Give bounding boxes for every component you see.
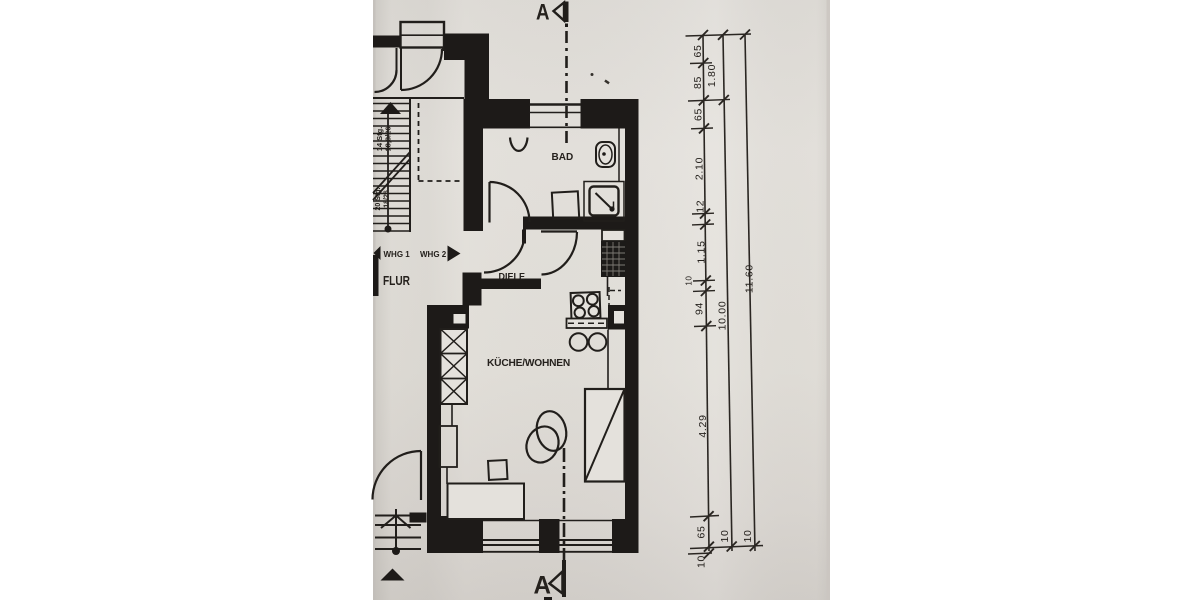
- svg-text:65: 65: [692, 44, 704, 57]
- svg-text:10.00: 10.00: [716, 301, 728, 331]
- svg-text:KÜCHE/WOHNEN: KÜCHE/WOHNEN: [487, 356, 570, 369]
- svg-text:A: A: [534, 572, 552, 600]
- svg-text:.12: .12: [695, 200, 707, 217]
- svg-text:BAD: BAD: [552, 152, 574, 163]
- svg-text:94: 94: [694, 302, 706, 315]
- svg-text:1.80: 1.80: [706, 64, 718, 87]
- svg-text:10: 10: [685, 275, 694, 285]
- svg-text:65: 65: [695, 525, 707, 538]
- svg-text:A: A: [536, 0, 550, 25]
- svg-text:DIELE: DIELE: [499, 272, 526, 282]
- svg-text:85: 85: [692, 76, 704, 89]
- svg-text:1.15: 1.15: [695, 240, 707, 263]
- svg-text:FLUR: FLUR: [383, 273, 410, 288]
- svg-text:4.29: 4.29: [697, 414, 709, 437]
- svg-text:11.60: 11.60: [743, 264, 755, 293]
- svg-text:14 Stg.: 14 Stg.: [375, 127, 384, 152]
- svg-text:WHG 2: WHG 2: [420, 250, 447, 259]
- svg-text:WHG 1: WHG 1: [384, 250, 411, 259]
- svg-text:2.10: 2.10: [693, 157, 705, 180]
- svg-text:10: 10: [719, 529, 731, 542]
- svg-text:10: 10: [742, 529, 754, 542]
- svg-text:18/26: 18/26: [384, 190, 391, 208]
- svg-text:65: 65: [692, 108, 704, 121]
- svg-text:10: 10: [696, 555, 708, 568]
- svg-text:18,3/26: 18,3/26: [384, 126, 393, 151]
- svg-text:20 Stg.: 20 Stg.: [375, 187, 382, 210]
